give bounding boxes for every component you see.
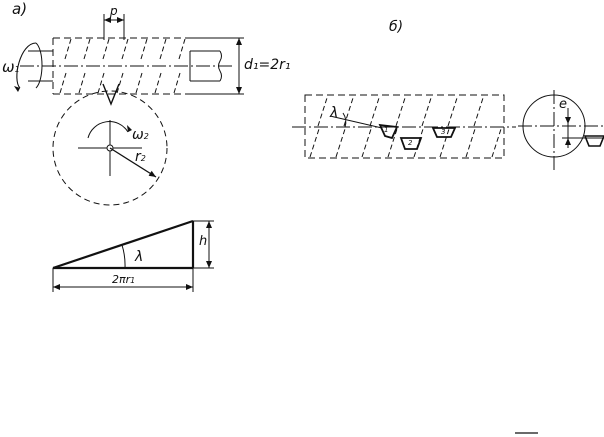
cutter-1-label: 1 xyxy=(384,126,389,134)
diameter-dimension xyxy=(190,37,244,95)
lambda-label-triangle: λ xyxy=(135,249,144,265)
radius-r2 xyxy=(109,147,157,178)
r2-label: r2 xyxy=(135,149,146,165)
lead-triangle xyxy=(52,219,214,292)
pitch-dimension xyxy=(103,14,125,40)
cutter-2-label: 2 xyxy=(408,139,413,147)
pitch-label: p xyxy=(110,4,118,18)
cutter-1 xyxy=(378,123,399,140)
cutter-side-view xyxy=(583,135,604,147)
figure-b-label: б) xyxy=(389,19,404,35)
base-label: 2πr1 xyxy=(112,273,136,286)
omega2-rotation-arrow xyxy=(87,121,129,139)
lambda-label-b: λ xyxy=(330,105,339,121)
h-label: h xyxy=(199,234,208,249)
diameter-label: d₁=2r₁ xyxy=(244,57,291,73)
figure-a-label: а) xyxy=(12,0,28,18)
cutter-3 xyxy=(431,127,457,138)
omega1-label: ω1 xyxy=(2,58,20,76)
omega2-label: ω2 xyxy=(132,127,149,143)
cutter-2 xyxy=(399,137,423,150)
gear-circle xyxy=(52,90,168,206)
worm-cylinder-b xyxy=(304,94,505,159)
e-label: e xyxy=(559,97,567,112)
omega1-rotation-arrow xyxy=(16,42,37,89)
cutter-3-label: 3 xyxy=(441,128,446,136)
helix-line-b xyxy=(329,115,383,129)
thread-lines-a xyxy=(59,38,186,94)
lambda-arc-b xyxy=(342,112,347,128)
